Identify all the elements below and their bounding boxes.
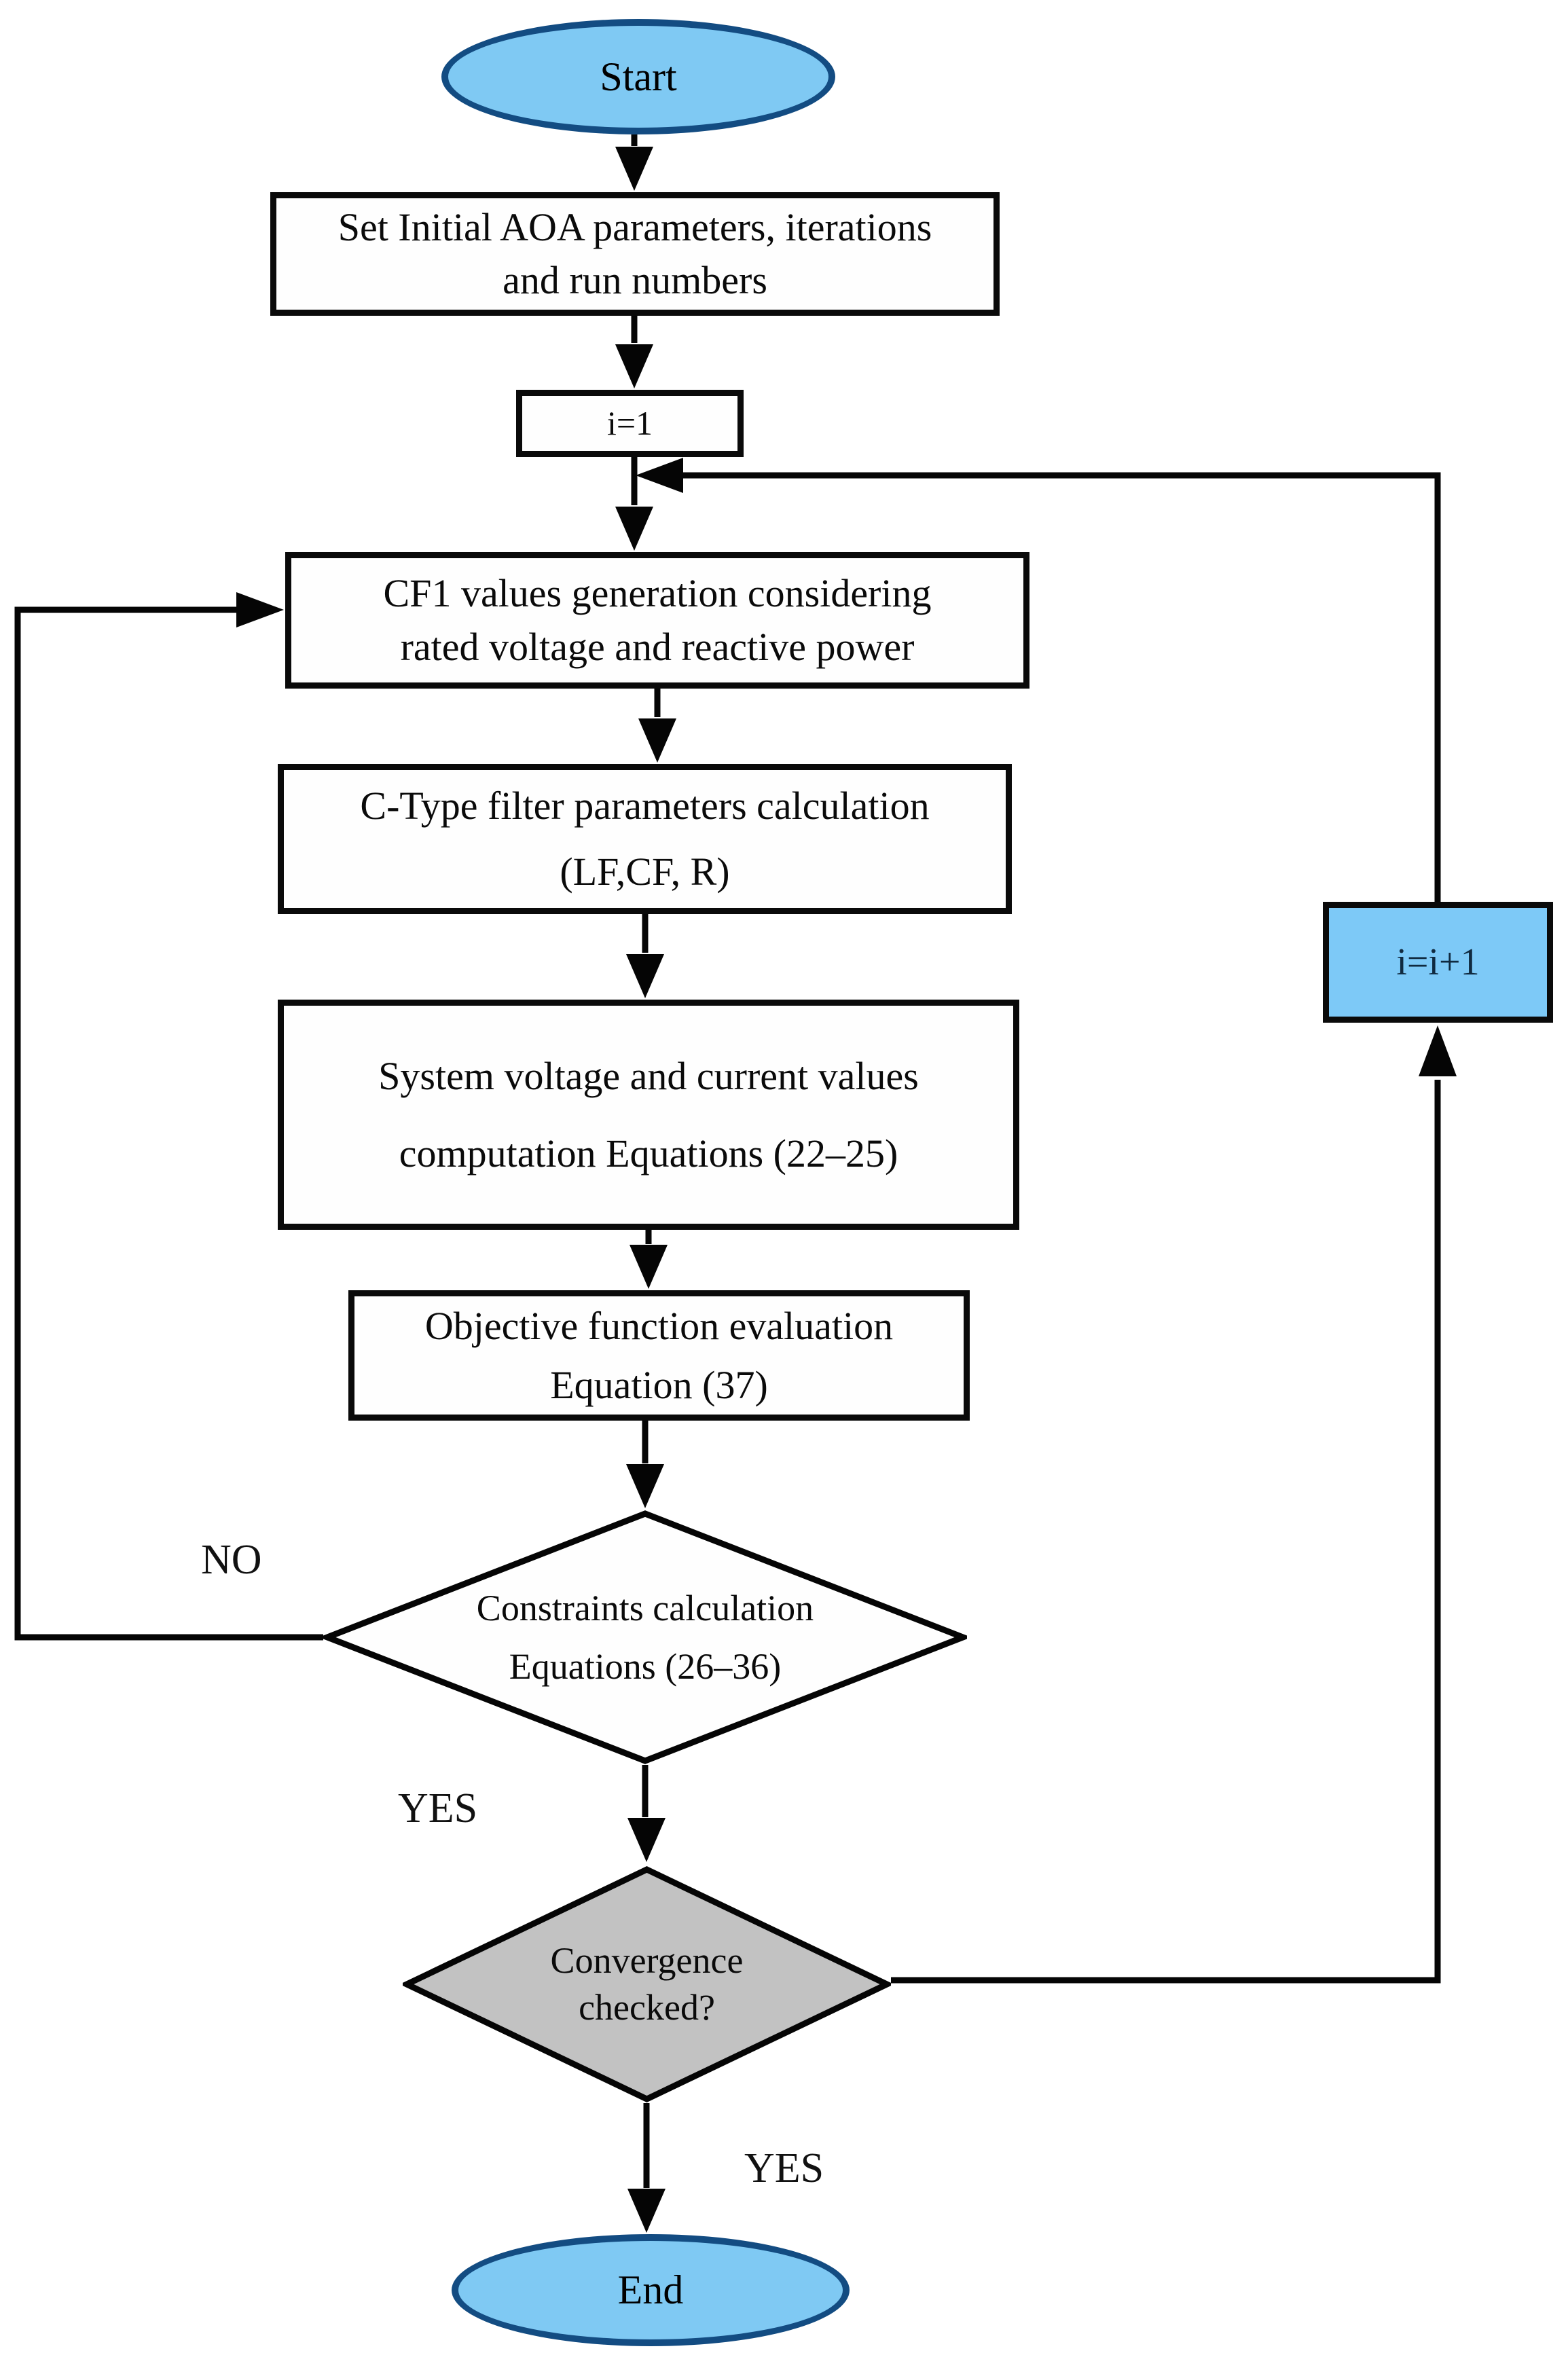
start-label: Start: [600, 54, 677, 99]
iteration-init-process: i=1: [516, 390, 744, 457]
objective-line2: Equation (37): [550, 1363, 768, 1407]
arrowhead-into-increment: [1419, 1025, 1457, 1076]
arrowhead-into-end: [627, 2189, 666, 2233]
arrowhead-into-convergence: [627, 1818, 666, 1862]
init-parameters-process: Set Initial AOA parameters, iterations a…: [270, 192, 1000, 316]
init-line2: and run numbers: [503, 258, 767, 302]
increment-label: i=i+1: [1396, 941, 1480, 983]
constraints-diamond-shape: [323, 1510, 967, 1764]
increment-process: i=i+1: [1323, 902, 1553, 1023]
system-line1: System voltage and current values: [378, 1054, 919, 1099]
edge-convergence-to-increment: [891, 1080, 1441, 1984]
convergence-diamond-shape: [403, 1866, 891, 2102]
end-label: End: [617, 2267, 684, 2312]
iteration-init-label: i=1: [606, 403, 653, 442]
system-line2: computation Equations (22–25): [399, 1131, 898, 1175]
arrowhead-into-cf1-top: [615, 507, 653, 551]
no-edge-label: NO: [201, 1537, 262, 1583]
arrowhead-into-constraints: [626, 1464, 664, 1508]
constraints-line2: Equations (26–36): [509, 1646, 782, 1687]
convergence-line2: checked?: [579, 1987, 715, 2028]
ctype-line1: C-Type filter parameters calculation: [360, 783, 930, 828]
arrowhead-into-objective: [630, 1245, 668, 1289]
arrowhead-into-ctype: [638, 718, 676, 763]
cf1-generation-process: CF1 values generation considering rated …: [285, 552, 1029, 689]
arrowhead-into-system: [626, 954, 664, 998]
convergence-decision: Convergence checked?: [403, 1865, 891, 2103]
objective-evaluation-process: Objective function evaluation Equation (…: [348, 1290, 970, 1421]
end-terminal: End: [452, 2234, 850, 2346]
ctype-filter-process: C-Type filter parameters calculation (LF…: [278, 764, 1012, 914]
arrowhead-no-into-cf1: [236, 592, 284, 627]
ctype-line2: (LF,CF, R): [560, 849, 730, 894]
yes-convergence-edge-label: YES: [744, 2145, 824, 2191]
arrowhead-junction-left: [636, 458, 683, 493]
constraints-label: Constraints calculation Equations (26–36…: [323, 1510, 967, 1765]
convergence-label: Convergence checked?: [403, 1865, 891, 2103]
yes-constraints-edge-label: YES: [398, 1785, 478, 1831]
edge-increment-to-junction: [680, 472, 1441, 902]
constraints-decision: Constraints calculation Equations (26–36…: [323, 1510, 967, 1765]
edge-no-loop: [14, 606, 323, 1641]
start-terminal: Start: [441, 19, 835, 134]
convergence-line1: Convergence: [550, 1939, 744, 1981]
cf1-line1: CF1 values generation considering: [383, 571, 932, 616]
cf1-line2: rated voltage and reactive power: [400, 624, 915, 669]
init-line1: Set Initial AOA parameters, iterations: [338, 204, 932, 249]
objective-line1: Objective function evaluation: [424, 1304, 894, 1348]
arrowhead-into-iter: [615, 344, 653, 388]
arrowhead-into-init: [615, 147, 653, 191]
constraints-line1: Constraints calculation: [476, 1587, 814, 1628]
system-computation-process: System voltage and current values comput…: [278, 1000, 1019, 1230]
